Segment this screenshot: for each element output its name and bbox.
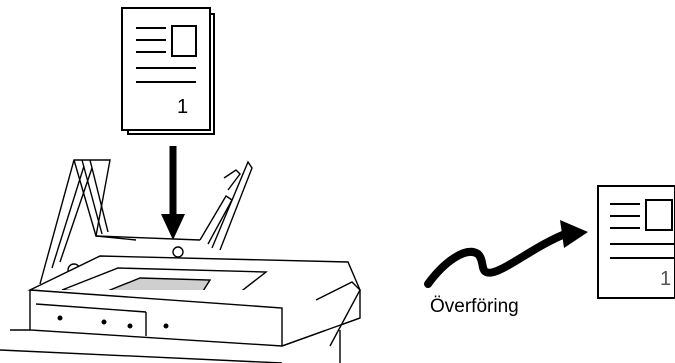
down-arrow-icon [161, 146, 185, 240]
source-document [122, 8, 214, 134]
source-page-number: 1 [177, 96, 188, 119]
curved-transfer-arrow-icon [428, 220, 588, 284]
copier-scanner-open-lid-icon [0, 160, 360, 363]
received-page-number: 1 [660, 268, 671, 291]
transfer-label: Överföring [430, 296, 519, 318]
document-page-icon [122, 8, 214, 134]
